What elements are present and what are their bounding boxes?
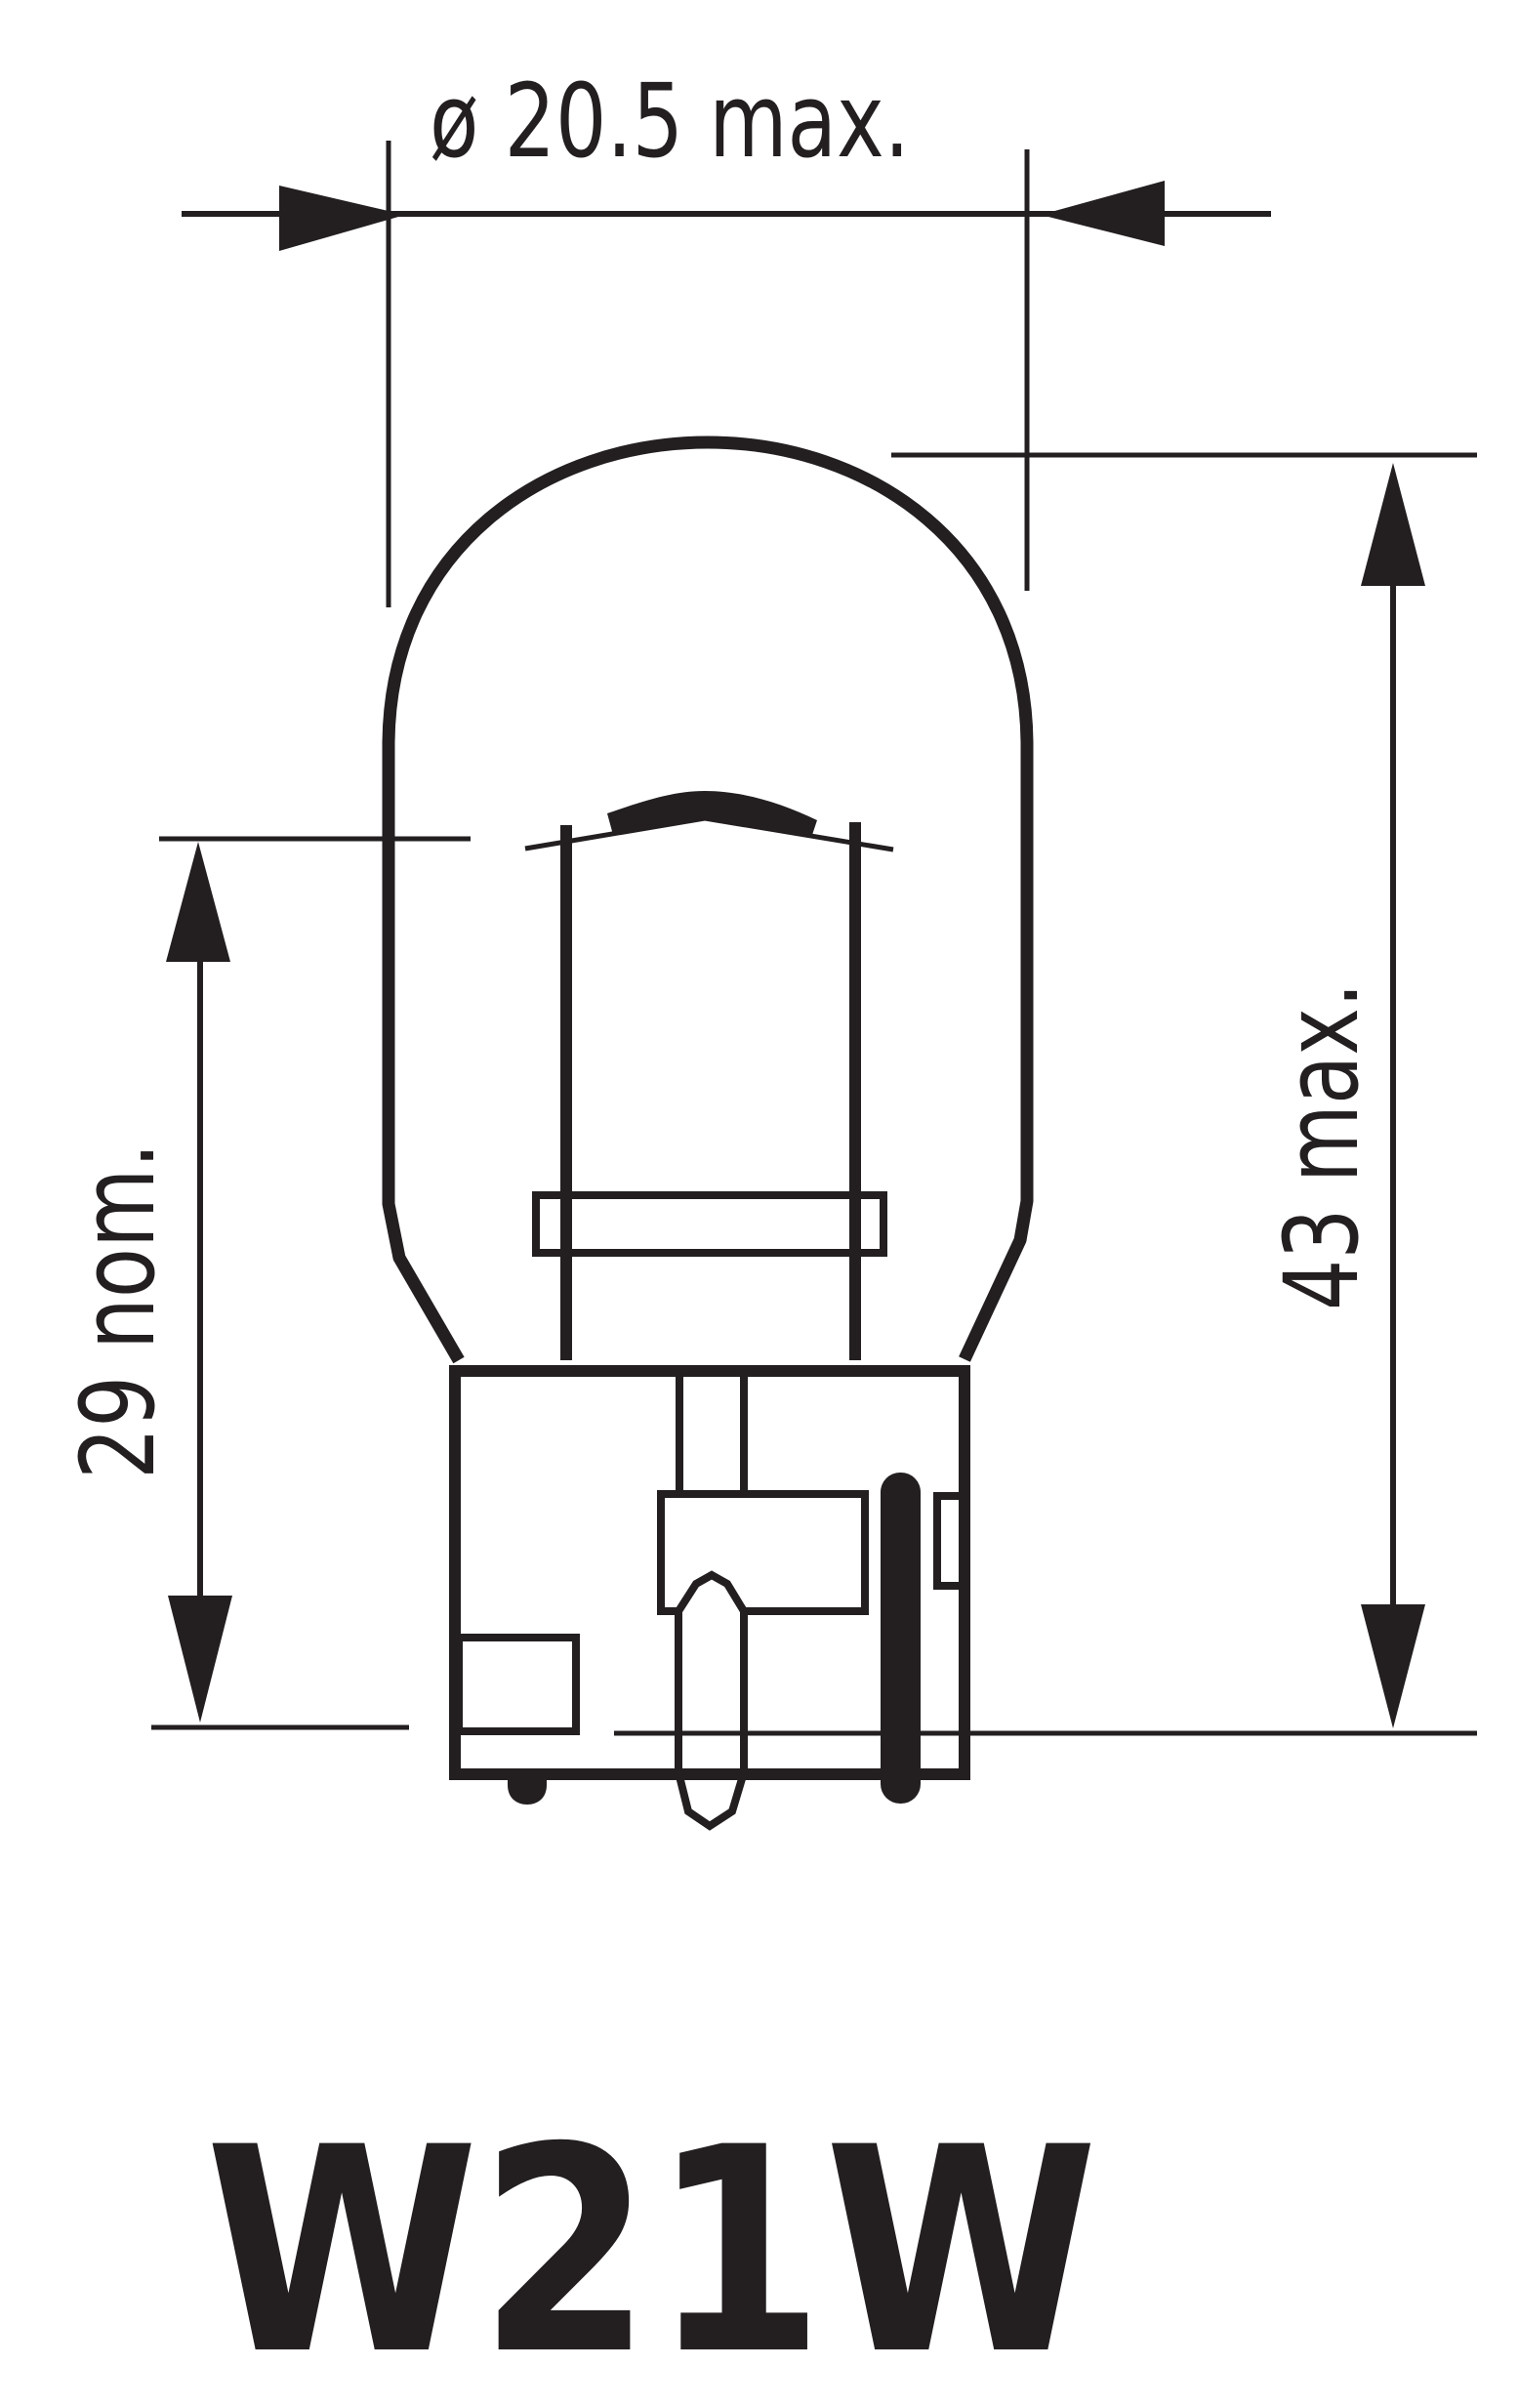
bulb-glass [382,436,1034,1364]
filament-assembly [524,791,894,1360]
base-bump [508,1772,547,1805]
arrow-left-icon [1041,181,1165,246]
bulb-type-title: W21W [205,2088,1098,2408]
wedge-base [449,1365,970,1831]
diameter-label: ø 20.5 max. [430,62,910,181]
arrow-up-icon [166,842,230,962]
contact-wire-bar [881,1473,921,1804]
arrow-right-icon [279,186,405,251]
overall-height-dimension: 43 max. [614,452,1477,1736]
contact-block [657,1490,869,1615]
glass-bridge [532,1191,887,1257]
overall-height-label: 43 max. [1262,982,1381,1310]
center-pin [675,1570,748,1831]
light-center-dimension: 29 nom. [59,836,471,1730]
filament-support-wire [524,815,894,852]
left-contact-pad [455,1634,580,1735]
filament-coil [607,791,817,838]
arrow-down-icon [1361,1604,1425,1728]
arrow-up-icon [1361,463,1425,586]
bulb-envelope-outline [382,436,1034,1364]
light-center-label: 29 nom. [59,1142,178,1479]
diameter-dimension: ø 20.5 max. [182,62,1271,607]
arrow-down-icon [168,1596,232,1723]
right-locating-tab [933,1492,966,1590]
